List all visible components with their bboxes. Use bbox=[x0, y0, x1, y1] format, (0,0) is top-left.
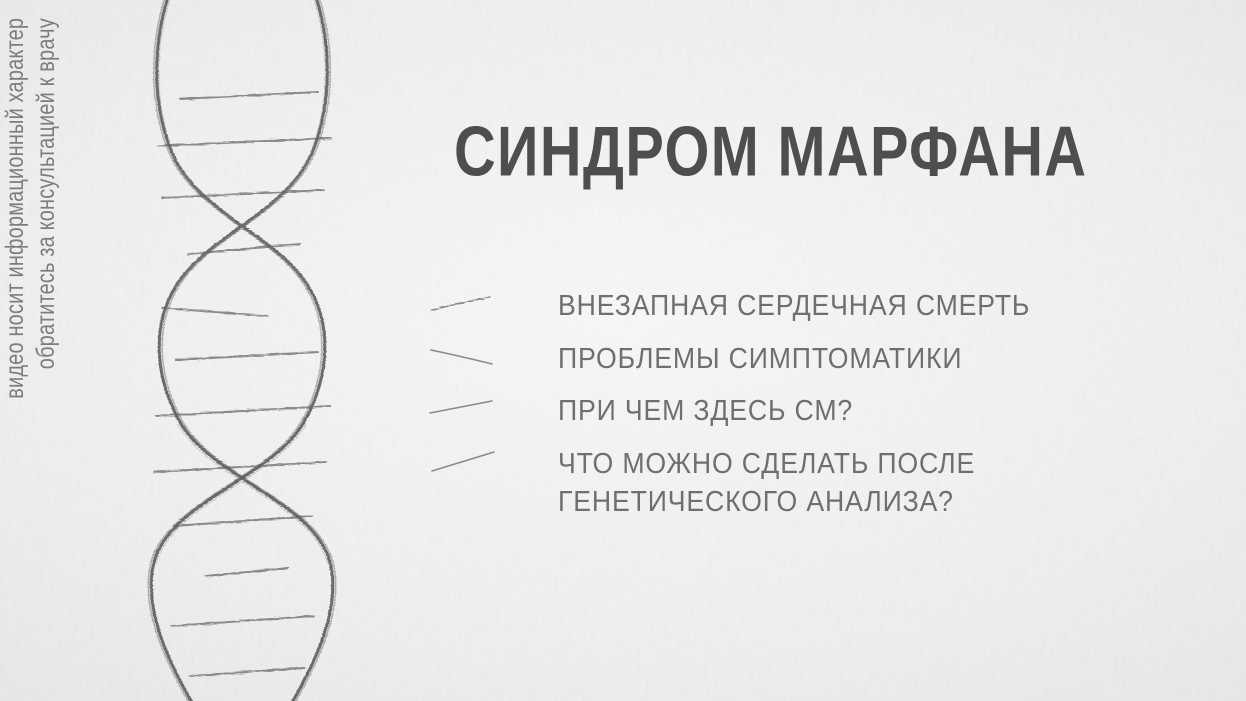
list-item-label: ПРОБЛЕМЫ СИМПТОМАТИКИ bbox=[558, 342, 963, 375]
content-column: СИНДРОМ МАРФАНА ВНЕЗАПНАЯ СЕРДЕЧНАЯ СМЕР… bbox=[428, 0, 1128, 701]
dna-double-helix-sketch bbox=[147, 0, 337, 701]
dash-mark-icon bbox=[430, 296, 491, 311]
dna-strand-a bbox=[157, 0, 337, 701]
disclaimer-line-1: видео носит информационный характер bbox=[1, 18, 29, 399]
disclaimer-vertical-text: видео носит информационный характер обра… bbox=[0, 0, 100, 701]
dna-sketch-overdraw bbox=[155, 0, 329, 565]
dna-strand-b bbox=[147, 0, 327, 701]
dash-mark-icon bbox=[429, 400, 493, 415]
list-item: ПРОБЛЕМЫ СИМПТОМАТИКИ bbox=[428, 341, 1128, 379]
list-item-label: ВНЕЗАПНАЯ СЕРДЕЧНАЯ СМЕРТЬ bbox=[558, 290, 1031, 322]
list-item-label: ЧТО МОЖНО СДЕЛАТЬ ПОСЛЕ ГЕНЕТИЧЕСКОГО АН… bbox=[558, 448, 976, 518]
disclaimer-line-2: обратитесь за консультацией к врачу bbox=[31, 18, 60, 370]
list-item: ВНЕЗАПНАЯ СЕРДЕЧНАЯ СМЕРТЬ bbox=[428, 288, 1128, 326]
list-item-label: ПРИ ЧЕМ ЗДЕСЬ СМ? bbox=[558, 395, 854, 428]
dash-mark-icon bbox=[431, 451, 495, 472]
dna-base-pairs bbox=[152, 90, 333, 678]
bullet-list: ВНЕЗАПНАЯ СЕРДЕЧНАЯ СМЕРТЬ ПРОБЛЕМЫ СИМП… bbox=[428, 288, 1128, 521]
dash-mark-icon bbox=[430, 348, 493, 365]
list-item: ЧТО МОЖНО СДЕЛАТЬ ПОСЛЕ ГЕНЕТИЧЕСКОГО АН… bbox=[428, 446, 1128, 521]
list-item: ПРИ ЧЕМ ЗДЕСЬ СМ? bbox=[428, 393, 1128, 431]
page-title: СИНДРОМ МАРФАНА bbox=[454, 113, 1088, 192]
